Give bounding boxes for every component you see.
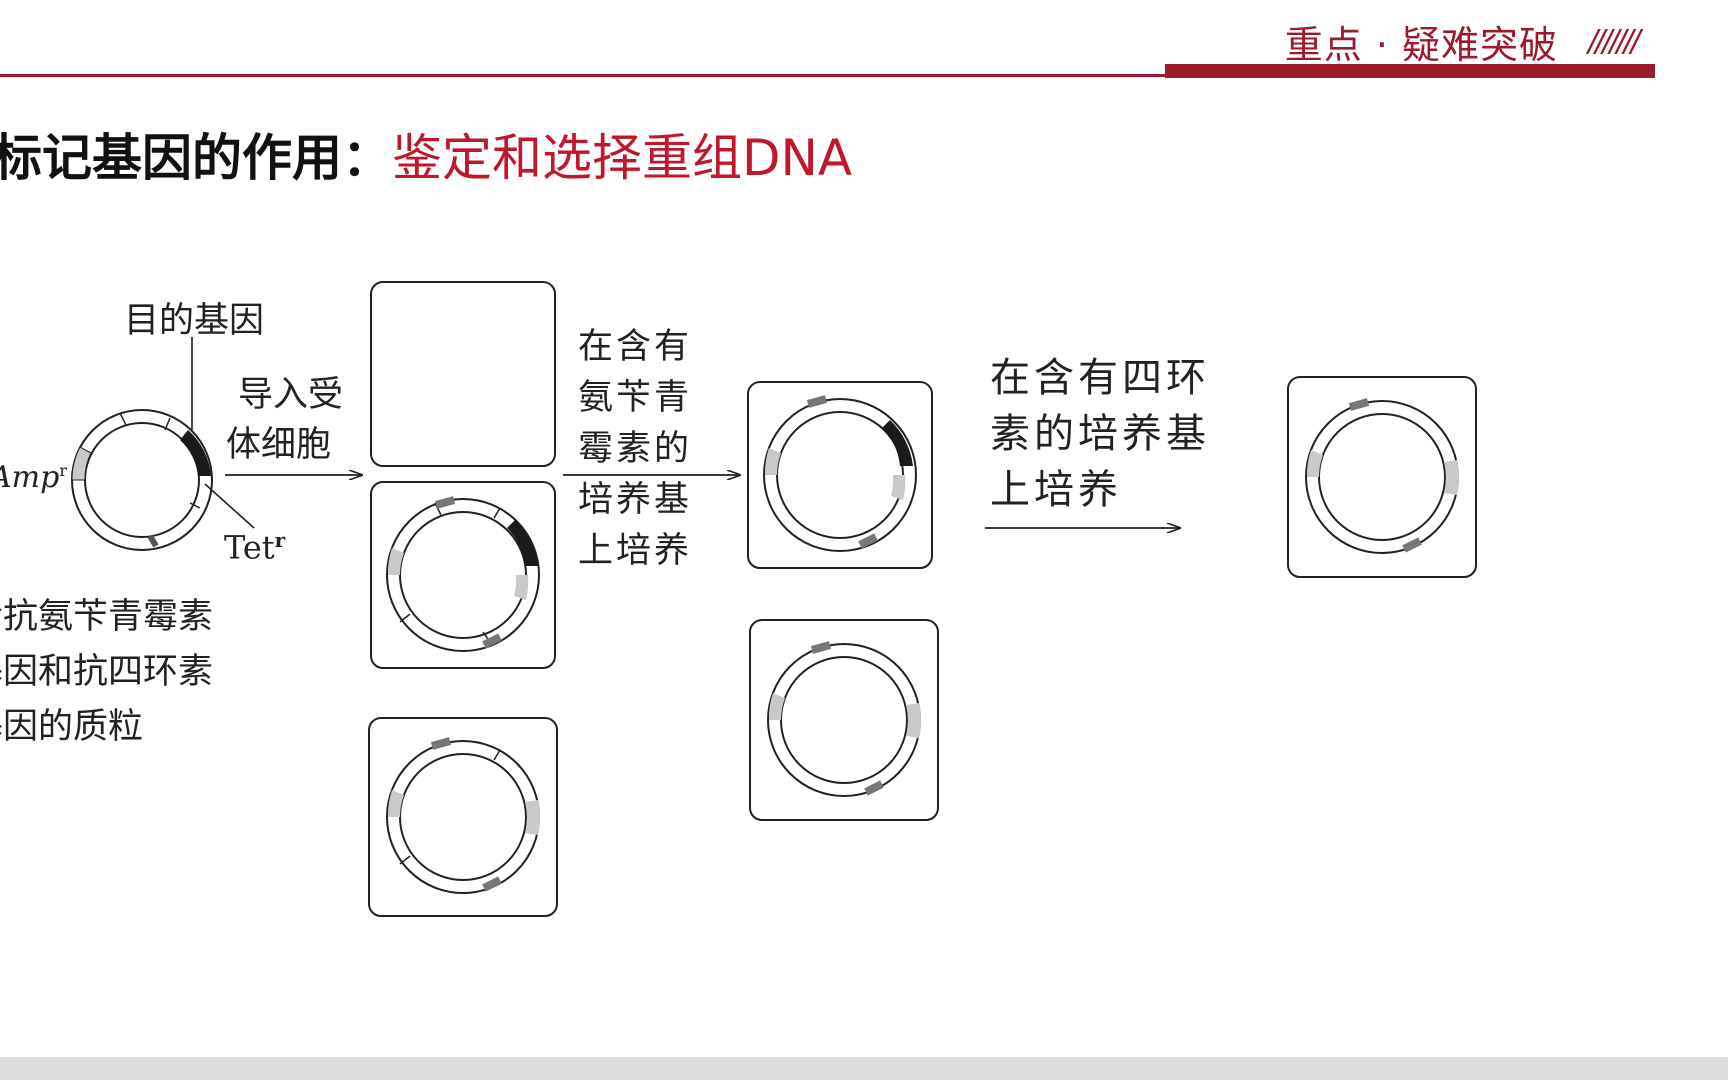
step-amp-line-4: 培养基 <box>578 480 693 520</box>
source-plasmid <box>71 337 255 551</box>
label-amp-gene: Ampr <box>0 460 67 495</box>
header-accent-bar <box>1165 64 1655 78</box>
label-amp-sup: r <box>59 461 67 480</box>
header-rule <box>0 74 1655 77</box>
label-step-transform: 导入受 体细胞 <box>226 370 343 470</box>
step-tet-line-2: 素的培养基 <box>990 411 1210 457</box>
plasmid-desc-line-2: 基因和抗四环素 <box>0 652 214 692</box>
label-target-gene: 目的基因 <box>124 301 265 341</box>
label-tet-sup: r <box>274 528 286 552</box>
cell-empty <box>370 281 556 467</box>
step-amp-line-3: 霉素的 <box>578 429 693 469</box>
step-amp-line-1: 在含有 <box>578 327 693 367</box>
step-amp-line-5: 上培养 <box>578 531 693 571</box>
cell-normal-plasmid-1 <box>368 717 558 917</box>
label-tet-text: Tet <box>224 528 275 567</box>
label-plasmid-desc: 含抗氨苄青霉素 基因和抗四环素 基因的质粒 <box>0 590 213 755</box>
plasmid-desc-line-1: 含抗氨苄青霉素 <box>0 597 214 637</box>
target-gene-segment <box>180 430 211 476</box>
step-transform-line-2: 体细胞 <box>226 425 332 465</box>
label-tet-gene: Tetr <box>224 528 285 567</box>
step-tet-line-3: 上培养 <box>990 467 1122 513</box>
title-prefix: 标记基因的作用： <box>0 129 392 187</box>
cell-recombinant-plasmid <box>370 481 556 669</box>
step-transform-line-1: 导入受 <box>238 375 344 415</box>
step-tet-line-1: 在含有四环 <box>990 355 1210 401</box>
header-decoration: /////// <box>1588 24 1641 59</box>
plasmid-desc-line-3: 基因的质粒 <box>0 707 144 747</box>
cell-ampr-normal <box>749 619 939 821</box>
page-title: 标记基因的作用：鉴定和选择重组DNA <box>0 118 852 190</box>
title-highlight: 鉴定和选择重组DNA <box>392 129 853 187</box>
step-amp-line-2: 氨苄青 <box>578 378 693 418</box>
footer-bar <box>0 1057 1728 1080</box>
label-step-ampicillin: 在含有 氨苄青 霉素的 培养基 上培养 <box>578 322 692 577</box>
label-amp-text: Amp <box>0 460 60 495</box>
label-step-tetracycline: 在含有四环 素的培养基 上培养 <box>990 350 1210 518</box>
cell-final-selected <box>1287 376 1477 578</box>
cell-ampr-recombinant <box>747 381 933 569</box>
header-brand: 重点 · 疑难突破 <box>1284 23 1558 67</box>
amp-gene-segment <box>71 446 92 481</box>
